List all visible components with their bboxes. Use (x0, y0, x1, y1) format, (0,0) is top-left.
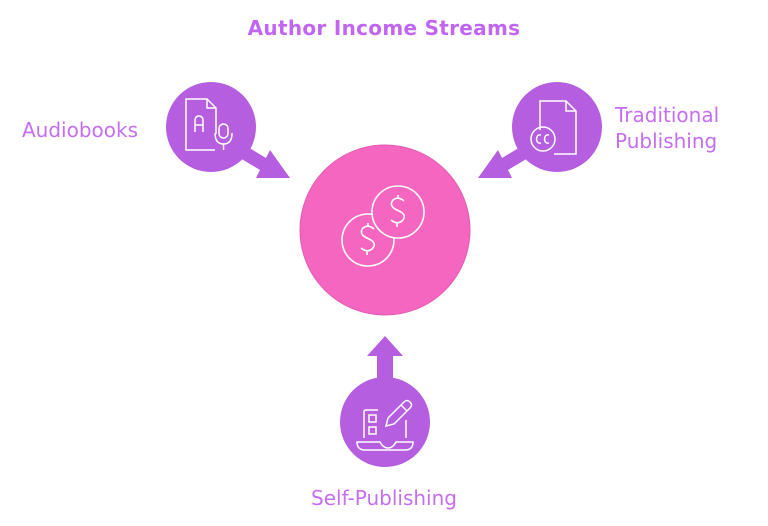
self-publishing-label: Self-Publishing (311, 486, 457, 510)
audiobooks-node (166, 82, 256, 172)
diagram-title: Author Income Streams (247, 16, 521, 40)
creative-commons-document-icon (530, 100, 577, 155)
income-node (299, 144, 471, 316)
traditional-label-line2: Publishing (615, 129, 718, 153)
arrow-self-publishing-to-income (367, 336, 403, 385)
traditional-publishing-label: Traditional Publishing (615, 102, 719, 154)
traditional-publishing-node (512, 82, 602, 172)
laptop-edit-icon (356, 399, 414, 451)
traditional-label-line1: Traditional (615, 103, 720, 127)
coins-dollar-icon (341, 185, 425, 267)
self-publishing-node (340, 377, 430, 467)
audiobooks-label: Audiobooks (22, 118, 139, 142)
audio-document-icon (185, 98, 233, 151)
